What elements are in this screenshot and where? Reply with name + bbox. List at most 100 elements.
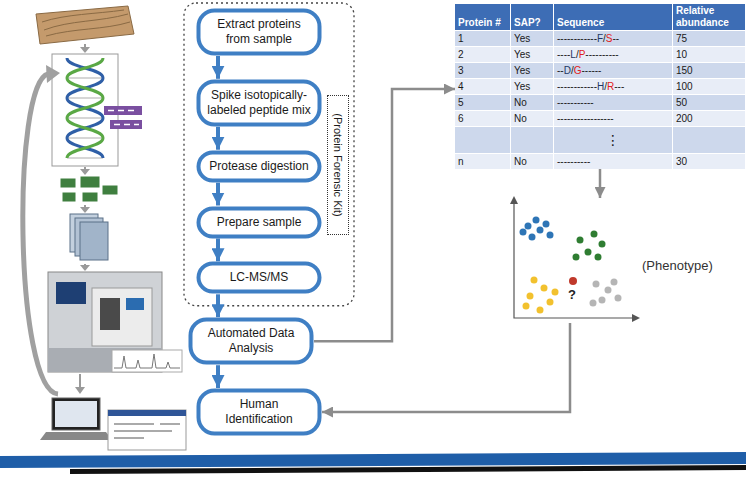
table-cell: 6: [455, 111, 510, 126]
table-cell: No: [511, 111, 553, 126]
table-cell: Yes: [511, 79, 553, 94]
table-cell: Yes: [511, 63, 553, 78]
laptop-picture: [40, 398, 186, 450]
table-cell: [511, 127, 553, 153]
table-header-cell: Sequence: [554, 4, 672, 30]
phenotype-plot: [510, 196, 640, 322]
kit-box: (Protein Forensic Kit): [327, 95, 349, 235]
peptide-fragments: [60, 176, 118, 202]
table-value: 2: [458, 48, 464, 61]
table-cell: ------------H/R---: [554, 79, 672, 94]
residue-ref: F: [597, 33, 603, 44]
unknown-sample-mark: ?: [568, 288, 580, 302]
ms-instrument: [48, 272, 182, 372]
table-header-cell: Relative abundance: [673, 4, 745, 30]
result-arrow: [322, 323, 570, 412]
table-cell: 3: [455, 63, 510, 78]
table-value: 50: [676, 96, 687, 109]
step-label: Extract proteins from sample: [206, 17, 312, 47]
column-header: Relative abundance: [676, 5, 742, 29]
table-value: No: [514, 155, 527, 168]
step-ring-outline: [199, 152, 320, 180]
workflow-arrow: [216, 56, 220, 79]
residue-ref: D: [564, 65, 571, 76]
table-cell: 5: [455, 95, 510, 110]
step-ring-outline: [199, 391, 320, 434]
table-cell: n: [455, 154, 510, 169]
process-step: Spike isotopically-labeled peptide mix: [196, 79, 322, 127]
process-step: Human Identification: [196, 388, 322, 436]
step-label: Human Identification: [206, 397, 312, 427]
table-value: Yes: [514, 32, 530, 45]
result-arrow: [314, 89, 455, 341]
residue-variant: G: [574, 65, 582, 76]
peptide-tags: [104, 106, 142, 129]
workflow-arrow: [216, 365, 220, 388]
feedback-arrow: [23, 65, 60, 394]
table-cell: 1: [455, 31, 510, 46]
workflow-arrow: [216, 183, 220, 206]
step-ring-outline: [191, 320, 312, 363]
table-value: ----------: [557, 155, 590, 168]
table-cell: No: [511, 95, 553, 110]
table-cell: 150: [673, 63, 745, 78]
workflow-arrow: [216, 127, 220, 150]
workflow-arrow: [216, 294, 220, 317]
table-value: n: [458, 155, 464, 168]
residue-ref: L: [570, 49, 576, 60]
label-slot: (Phenotype): [642, 258, 713, 274]
kit-label: (Protein Forensic Kit): [331, 95, 345, 235]
table-value: ------------F/S--: [557, 32, 619, 45]
step-ring-outline: [199, 264, 320, 292]
axis-note: (Phenotype): [642, 258, 713, 274]
table-value: --D/G------: [557, 64, 601, 77]
table-cell: ------------F/S--: [554, 31, 672, 46]
table-value: 4: [458, 80, 464, 93]
residue-variant: S: [606, 33, 613, 44]
step-label: Prepare sample: [206, 215, 312, 230]
table-cell: [455, 127, 510, 153]
table-value: 1: [458, 32, 464, 45]
footer-bar: [0, 452, 746, 474]
process-step: Automated Data Analysis: [188, 317, 314, 365]
table-value: No: [514, 112, 527, 125]
table-cell: [673, 127, 745, 153]
step-ring-outline: [199, 208, 320, 236]
column-header: SAP?: [514, 17, 541, 29]
table-cell: No: [511, 154, 553, 169]
table-cell: 75: [673, 31, 745, 46]
table-cell: ⋮: [554, 127, 672, 153]
process-step: Prepare sample: [196, 206, 322, 239]
table-cell: --D/G------: [554, 63, 672, 78]
table-cell: 200: [673, 111, 745, 126]
process-step: Protease digestion: [196, 150, 322, 183]
table-cell: -----------: [554, 95, 672, 110]
table-cell: 2: [455, 47, 510, 62]
table-value: 100: [676, 80, 693, 93]
table-value: ⋮: [557, 128, 669, 152]
residue-ref: H: [597, 81, 604, 92]
table-value: ----L/P----------: [557, 48, 619, 61]
table-value: Yes: [514, 64, 530, 77]
table-cell: ----------: [554, 154, 672, 169]
table-value: 5: [458, 96, 464, 109]
step-label: Protease digestion: [206, 159, 312, 174]
table-value: 30: [676, 155, 687, 168]
table-value: 3: [458, 64, 464, 77]
workflow-arrow: [216, 239, 220, 262]
column-header: Sequence: [557, 17, 604, 29]
table-value: 6: [458, 112, 464, 125]
table-cell: 50: [673, 95, 745, 110]
residue-variant: R: [607, 81, 614, 92]
sample-plates: [70, 214, 108, 260]
process-step: LC-MS/MS: [196, 261, 322, 294]
table-cell: 10: [673, 47, 745, 62]
sample-picture: [36, 6, 134, 44]
kit-region: [184, 3, 354, 306]
column-header: Protein #: [458, 17, 501, 29]
table-value: 75: [676, 32, 687, 45]
process-step: Extract proteins from sample: [196, 8, 322, 56]
step-label: Spike isotopically-labeled peptide mix: [206, 88, 312, 118]
table-cell: -----------------: [554, 111, 672, 126]
